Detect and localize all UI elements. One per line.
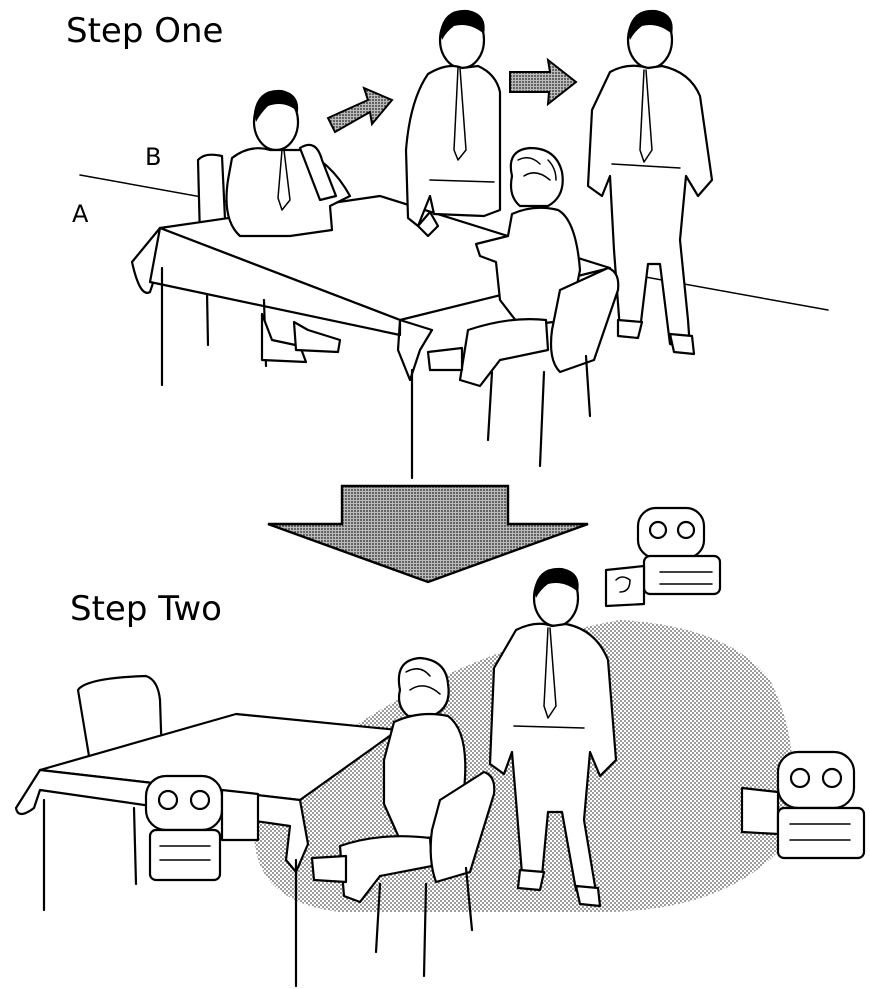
marker-a: A bbox=[72, 200, 89, 228]
standing-man-middle bbox=[406, 10, 500, 236]
video-camera-icon bbox=[146, 776, 258, 880]
right-arrow-icon bbox=[510, 60, 576, 104]
video-camera-icon bbox=[606, 508, 720, 606]
marker-b: B bbox=[145, 143, 161, 171]
step-two-title: Step Two bbox=[70, 589, 222, 629]
right-arrow-icon bbox=[328, 88, 392, 132]
down-arrow-icon bbox=[268, 486, 588, 582]
step-one-title: Step One bbox=[66, 11, 223, 51]
